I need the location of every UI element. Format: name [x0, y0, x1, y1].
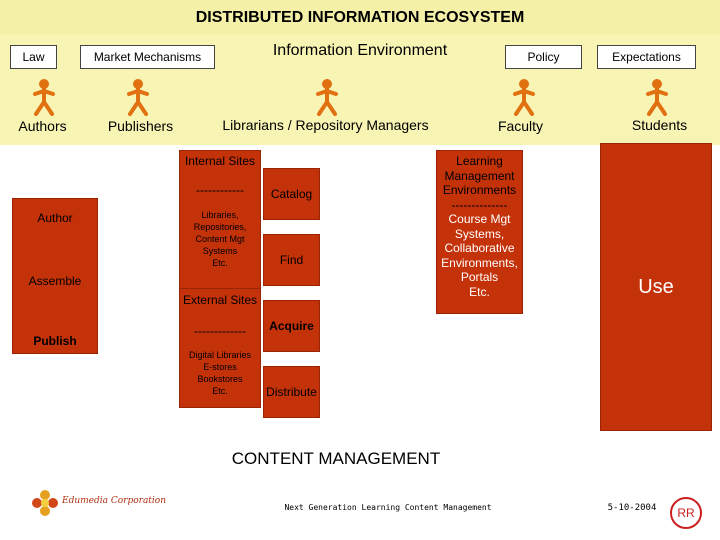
lme-title-line: Environments	[442, 183, 517, 197]
chip-market-mechanisms: Market Mechanisms	[80, 45, 215, 69]
company-name: Edumedia Corporation	[62, 496, 167, 506]
author-step: Author	[37, 211, 73, 225]
external-sites-box: External Sites ------------- Digital Lib…	[179, 288, 261, 408]
lme-rule: --------------	[451, 197, 508, 212]
external-sites-item: Digital Libraries	[188, 350, 252, 360]
distribute-box: Distribute	[263, 366, 320, 418]
publishers-label: Publishers	[107, 118, 174, 134]
page-title: DISTRIBUTED INFORMATION ECOSYSTEM	[195, 9, 525, 26]
faculty-person-icon	[513, 79, 535, 116]
internal-sites-item: Repositories,	[193, 222, 247, 232]
lme-item: Collaborative	[444, 241, 515, 255]
lme-title: Learning Management Environments -------…	[437, 154, 522, 212]
use-column: Use	[600, 143, 712, 431]
catalog-box: Catalog	[263, 168, 320, 220]
title-bar: DISTRIBUTED INFORMATION ECOSYSTEM	[0, 0, 720, 37]
acquire-box: Acquire	[263, 300, 320, 352]
author-initials-badge: RR	[670, 497, 702, 529]
internal-sites-rule: ------------	[196, 183, 244, 197]
lme-item: Course Mgt	[448, 212, 511, 226]
footer-subtitle: Next Generation Learning Content Managem…	[284, 503, 492, 512]
lme-item: Portals	[460, 270, 499, 284]
internal-sites-title: Internal Sites	[184, 154, 256, 168]
external-sites-item: Bookstores	[197, 374, 243, 384]
lme-item: Etc.	[469, 284, 490, 299]
external-sites-item: E-stores	[203, 362, 237, 372]
students-label: Students	[631, 117, 688, 133]
faculty-label: Faculty	[497, 118, 544, 134]
company-logo-icon	[32, 490, 58, 516]
external-sites-item: Etc.	[212, 386, 228, 396]
distribute-label: Distribute	[266, 385, 317, 399]
lme-title-line: Learning	[456, 154, 503, 168]
learning-management-box: Learning Management Environments -------…	[436, 150, 523, 314]
chip-law: Law	[10, 45, 57, 69]
authors-label: Authors	[18, 118, 67, 134]
external-sites-title: External Sites	[182, 293, 258, 307]
student-person-icon	[646, 79, 668, 116]
external-sites-list: Digital Libraries E-stores Bookstores Et…	[180, 349, 260, 397]
environment-heading: Information Environment	[272, 42, 448, 59]
publisher-person-icon	[127, 79, 149, 116]
use-label: Use	[638, 276, 674, 298]
lme-title-line: Management	[444, 168, 515, 183]
librarians-label: Librarians / Repository Managers	[222, 117, 429, 133]
footer-date: 5-10-2004	[607, 503, 657, 513]
librarian-person-icon	[316, 79, 338, 116]
lme-item: Systems,	[454, 226, 505, 241]
internal-sites-item: Libraries,	[201, 210, 239, 220]
lme-item: Environments,	[441, 255, 518, 270]
find-label: Find	[279, 253, 304, 267]
internal-sites-box: Internal Sites ------------ Libraries, R…	[179, 150, 261, 290]
internal-sites-item: Content Mgt	[195, 234, 245, 244]
author-person-icon	[33, 79, 55, 116]
external-sites-rule: -------------	[194, 324, 246, 338]
catalog-label: Catalog	[270, 187, 313, 201]
authoring-column: Author Assemble Publish	[12, 198, 98, 354]
internal-sites-item: Etc.	[212, 258, 228, 268]
find-box: Find	[263, 234, 320, 286]
lme-list: Course Mgt Systems, Collaborative Enviro…	[437, 212, 522, 299]
internal-sites-item: Systems	[202, 246, 238, 256]
chip-expectations: Expectations	[597, 45, 696, 69]
assemble-step: Assemble	[28, 274, 82, 288]
publish-step: Publish	[33, 334, 77, 348]
internal-sites-list: Libraries, Repositories, Content Mgt Sys…	[180, 209, 260, 269]
content-management-label: CONTENT MANAGEMENT	[231, 449, 441, 468]
chip-policy: Policy	[505, 45, 582, 69]
acquire-label: Acquire	[269, 319, 314, 333]
